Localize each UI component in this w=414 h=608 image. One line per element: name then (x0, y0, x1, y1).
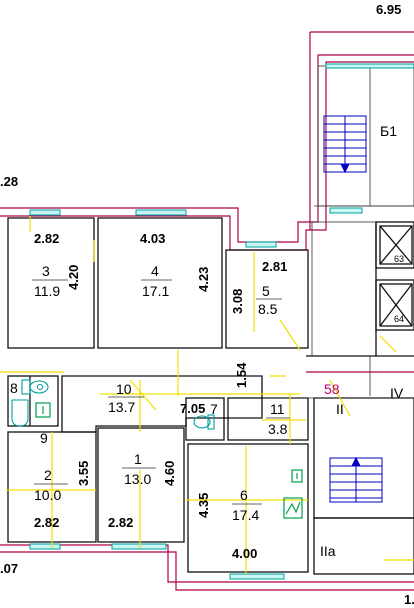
sink-fixture-bath (35, 402, 51, 418)
stair-and-flat-labels: Б1 58 II IV IIa 63 64 (320, 123, 404, 559)
kitchen-stove-fixture (283, 469, 303, 519)
windows (29, 63, 414, 580)
room-6-area: 17.4 (232, 507, 259, 523)
room-5-number: 5 (262, 283, 270, 299)
room-4-area: 17.1 (142, 283, 169, 299)
stair-symbol-upper (323, 115, 367, 174)
dim-room6-height: 4.35 (196, 493, 211, 518)
dim-room3-height: 4.20 (66, 265, 81, 290)
room-4-label: 4 17.1 (141, 263, 172, 299)
room-4-number: 4 (151, 263, 159, 279)
dim-room2-height: 3.55 (76, 461, 91, 486)
room-2-area: 10.0 (34, 487, 61, 503)
dim-corridor-height: 1.54 (234, 362, 249, 388)
room-6-number: 6 (240, 487, 248, 503)
dim-room5-width: 2.81 (262, 259, 287, 274)
dim-room6-width: 4.00 (232, 546, 257, 561)
dim-room5-height: 3.08 (230, 289, 245, 314)
section-label-iia: IIa (320, 543, 336, 559)
section-label-ii: II (336, 401, 344, 417)
room-5-label: 5 8.5 (256, 283, 282, 317)
dim-room2-width: 2.82 (34, 515, 59, 530)
stair-symbol-lower (329, 456, 383, 503)
room-3-area: 11.9 (34, 283, 60, 299)
room-1-label: 1 13.0 (122, 451, 156, 487)
room-10-number: 10 (116, 381, 132, 397)
toilet-fixture-wc (193, 414, 215, 430)
dim-bottom-right: 1. (404, 592, 414, 607)
dim-room1-width: 2.82 (108, 515, 133, 530)
room-6-label: 6 17.4 (232, 487, 262, 523)
room-2-number: 2 (44, 467, 52, 483)
dim-corridor-width: 7.05 (180, 401, 205, 416)
dim-room3-width: 2.82 (34, 231, 59, 246)
room-1-number: 1 (134, 451, 142, 467)
room-5-area: 8.5 (258, 301, 278, 317)
room-10-label: 10 13.7 (108, 381, 144, 415)
room-8-number: 8 (10, 380, 18, 396)
room-3-label: 3 11.9 (32, 263, 68, 299)
dim-room1-height: 4.60 (162, 461, 177, 486)
room-7-number: 7 (210, 401, 218, 417)
room-1-area: 13.0 (124, 471, 151, 487)
dim-left-lower: .07 (0, 561, 18, 576)
room-2-label: 2 10.0 (34, 467, 68, 503)
dim-top-right: 6.95 (376, 2, 401, 17)
stair-label-b1: Б1 (380, 123, 397, 139)
room-labels: 3 11.9 4 17.1 5 8.5 10 13.7 2 10.0 1 13.… (10, 263, 290, 523)
room-11-label: 11 3.8 (266, 401, 290, 437)
dimension-lines (0, 216, 414, 574)
room-9-number: 9 (40, 430, 48, 446)
room-11-number: 11 (270, 401, 285, 417)
shaft-label-64: 64 (394, 314, 404, 324)
section-label-iv: IV (390, 385, 404, 401)
ventilation-shaft-63 (375, 221, 414, 269)
bathtub-fixture (11, 399, 29, 427)
room-10-area: 13.7 (108, 399, 135, 415)
dim-room4-height: 4.23 (196, 267, 211, 292)
shaft-label-63: 63 (394, 254, 404, 264)
room-3-number: 3 (42, 263, 50, 279)
toilet-fixture-bath (21, 379, 49, 395)
room-11-area: 3.8 (268, 421, 288, 437)
ventilation-shaft-64 (375, 279, 414, 331)
flat-number: 58 (324, 381, 340, 397)
dim-left-upper: .28 (0, 174, 18, 189)
dim-room4-width: 4.03 (140, 231, 165, 246)
